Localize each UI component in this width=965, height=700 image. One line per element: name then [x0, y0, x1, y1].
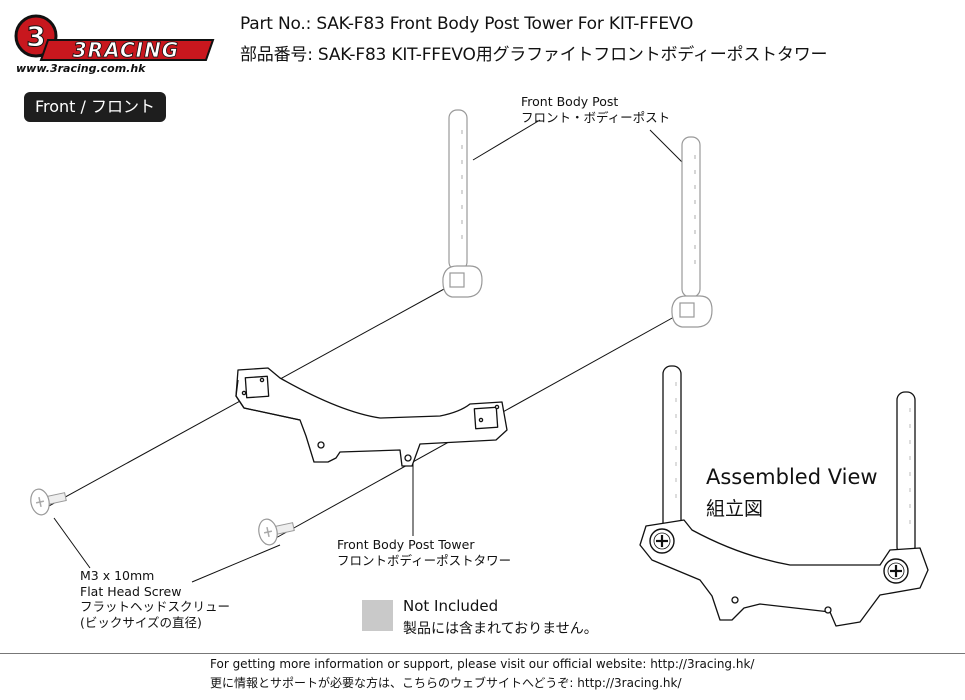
footer-text-en: For getting more information or support,… [210, 657, 755, 671]
tower-label-en: Front Body Post Tower [337, 537, 475, 552]
title-english: Part No.: SAK-F83 Front Body Post Tower … [240, 14, 694, 34]
assembled-view-drawing [639, 365, 929, 627]
screw-label-size: M3 x 10mm [80, 568, 155, 583]
flat-head-screw-1 [30, 488, 67, 516]
footer-divider [0, 653, 965, 654]
callout-screw: M3 x 10mm Flat Head Screw フラットヘッドスクリュー (… [80, 568, 230, 630]
assembled-view-title-ja: 組立図 [706, 498, 764, 520]
flat-head-screw-2 [258, 518, 295, 546]
body-post-label-en: Front Body Post [521, 94, 619, 109]
callout-tower: Front Body Post Tower フロントボディーポストタワー [337, 537, 511, 568]
not-included-label: Not Included [403, 597, 499, 615]
not-included-label-ja: 製品には含まれておりません。 [403, 621, 598, 637]
logo-wordmark: 3RACING [73, 38, 179, 62]
tower-label-ja: フロントボディーポストタワー [337, 552, 512, 568]
screw-label-ja: フラットヘッドスクリュー [80, 599, 231, 614]
svg-text:3: 3 [26, 20, 45, 53]
callout-body-post: Front Body Post フロント・ボディーポスト [521, 94, 670, 125]
assembled-view-title: Assembled View [706, 465, 878, 489]
logo-url: www.3racing.com.hk [16, 62, 146, 74]
screw-label-type: Flat Head Screw [80, 583, 182, 599]
front-body-post-tower [235, 367, 508, 467]
front-body-post-right [671, 136, 713, 328]
screw-label-note: (ビックサイズの直径) [80, 614, 202, 630]
section-tab-front: Front / フロント [24, 92, 166, 122]
title-japanese: 部品番号: SAK-F83 KIT-FFEVO用グラファイトフロントボディーポス… [240, 45, 828, 65]
footer-text-ja: 更に情報とサポートが必要な方は、こちらのウェブサイトへどうぞ: http://3… [210, 676, 682, 690]
brand-logo: 3 3RACING www.3racing.com.hk [8, 10, 223, 75]
front-body-post-left [442, 109, 483, 298]
not-included-swatch [362, 600, 393, 631]
body-post-label-ja: フロント・ボディーポスト [521, 109, 671, 125]
